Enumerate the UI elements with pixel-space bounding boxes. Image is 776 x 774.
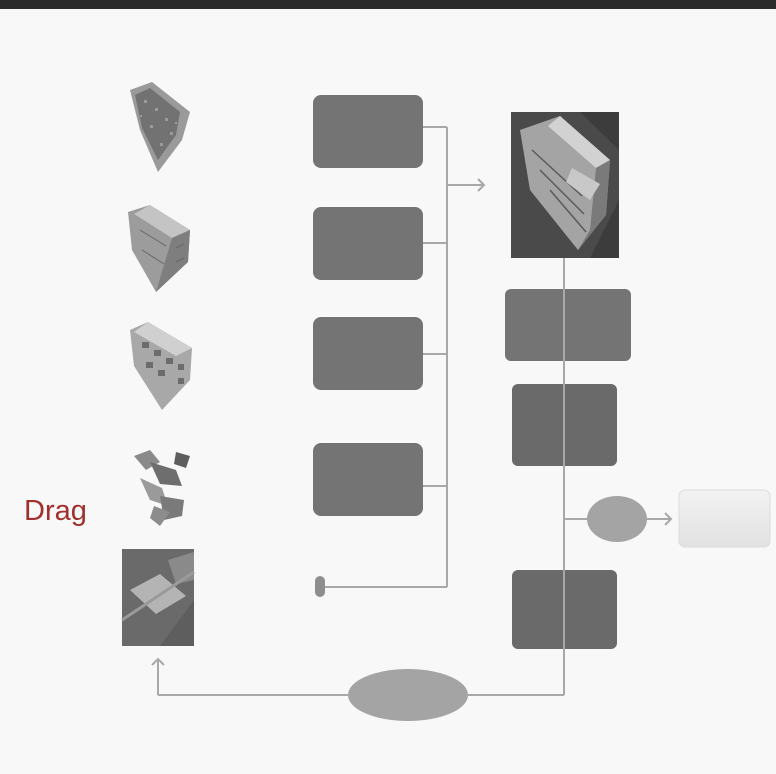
- merged-model-render: [511, 112, 619, 258]
- input-box-2: [313, 207, 423, 280]
- process-box-1: [505, 289, 631, 361]
- input-bus-connectors: [325, 126, 486, 588]
- output-arrow: [647, 512, 673, 526]
- feedback-loop-connector: [151, 657, 564, 696]
- thumbnail-building-5: [121, 549, 195, 646]
- thumbnail-building-1: [130, 82, 190, 172]
- input-stub: [315, 576, 325, 597]
- output-box: [678, 489, 771, 548]
- input-box-1: [313, 95, 423, 168]
- input-box-4: [313, 443, 423, 516]
- drag-label: Drag: [24, 495, 87, 527]
- input-box-3: [313, 317, 423, 390]
- thumbnail-building-2: [128, 205, 190, 292]
- thumbnail-building-4: [134, 450, 190, 526]
- decision-ellipse: [587, 496, 647, 542]
- top-bar: [0, 0, 776, 9]
- thumbnail-building-3: [130, 322, 192, 410]
- feedback-ellipse: [348, 669, 468, 721]
